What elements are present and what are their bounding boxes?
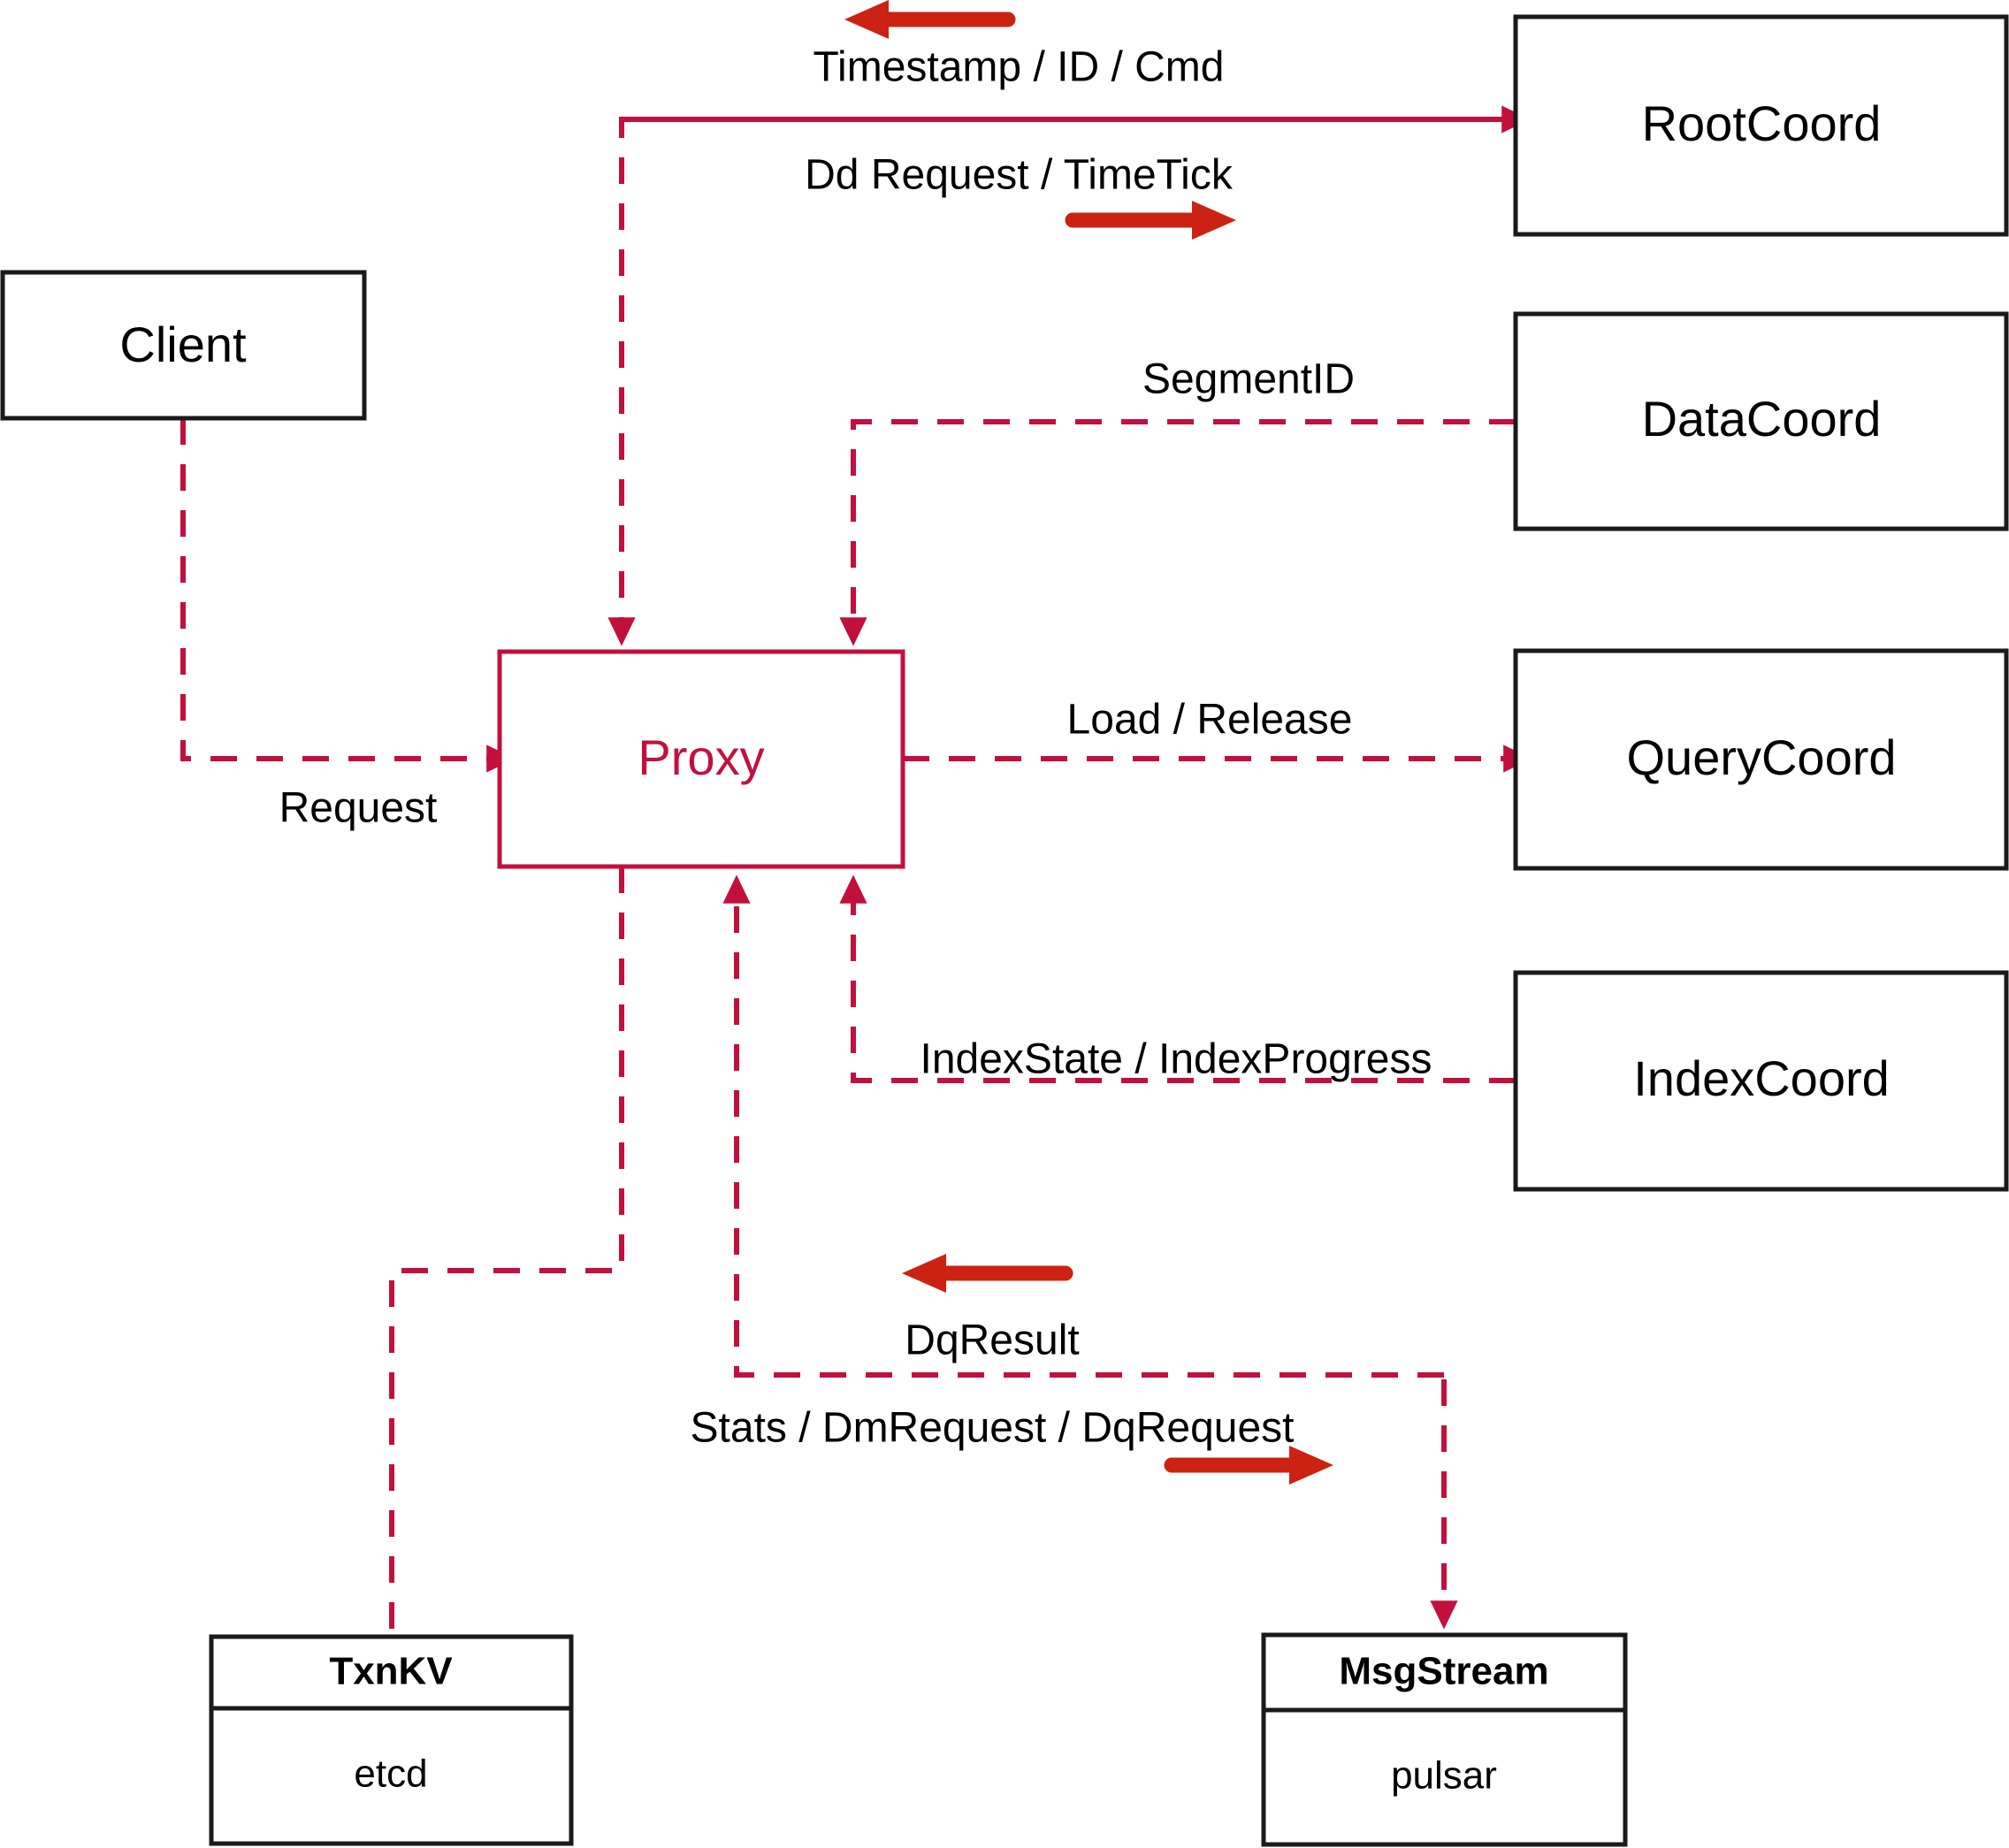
arrow-timestamp-id-cmd [844,0,1016,39]
msgstream-title: MsgStream [1339,1650,1548,1693]
msgstream-box[interactable] [1261,1632,1628,1847]
node-proxy[interactable]: Proxy [497,649,905,869]
msgstream-sublabel: pulsar [1391,1754,1497,1798]
node-querycoord[interactable]: QueryCoord [1513,648,2009,871]
edge-proxy-to-txnkv [389,867,624,1637]
rootcoord-label: RootCoord [1642,95,1882,151]
indexcoord-box[interactable] [1513,970,2009,1192]
edge-rootcoord-to-proxy [607,117,1503,646]
datacoord-box[interactable] [1513,311,2009,531]
edge-label-request: Request [279,785,438,832]
node-client[interactable]: Client [0,270,367,421]
proxy-label: Proxy [638,729,764,785]
edge-client-to-proxy [180,418,516,773]
edge-label-dd-request-timetick: Dd Request / TimeTick [805,152,1234,199]
proxy-box[interactable] [497,649,905,869]
edge-datacoord-to-proxy [839,419,1516,646]
edge-label-segmentid: SegmentID [1142,356,1355,403]
querycoord-box[interactable] [1513,648,2009,871]
edge-label-dqresult: DqResult [905,1317,1079,1364]
datacoord-label: DataCoord [1642,391,1882,447]
node-rootcoord[interactable]: RootCoord [1513,14,2009,237]
arrow-stats-dm-dq [1164,1446,1333,1485]
txnkv-title: TxnKV [329,1650,453,1693]
client-label: Client [119,317,247,372]
edge-label-indexstate: IndexState / IndexProgress [920,1036,1432,1083]
node-msgstream[interactable]: MsgStream pulsar [1261,1632,1628,1847]
edge-msgstream-to-proxy [722,874,1444,1378]
txnkv-box[interactable] [209,1634,574,1846]
edge-label-stats-dm-dq: Stats / DmRequest / DqRequest [691,1405,1295,1452]
indexcoord-label: IndexCoord [1633,1050,1890,1106]
edge-label-timestamp-id-cmd: Timestamp / ID / Cmd [814,44,1225,91]
node-indexcoord[interactable]: IndexCoord [1513,970,2009,1192]
arrow-dqresult [902,1254,1073,1293]
txnkv-sublabel: etcd [354,1753,427,1796]
rootcoord-box[interactable] [1513,14,2009,237]
edge-label-load-release: Load / Release [1067,697,1353,744]
querycoord-label: QueryCoord [1626,729,1896,785]
node-txnkv[interactable]: TxnKV etcd [209,1634,574,1846]
node-datacoord[interactable]: DataCoord [1513,311,2009,531]
edge-indexcoord-to-proxy [839,874,1516,1083]
arrow-dd-request-timetick [1065,201,1236,240]
client-box[interactable] [0,270,367,421]
